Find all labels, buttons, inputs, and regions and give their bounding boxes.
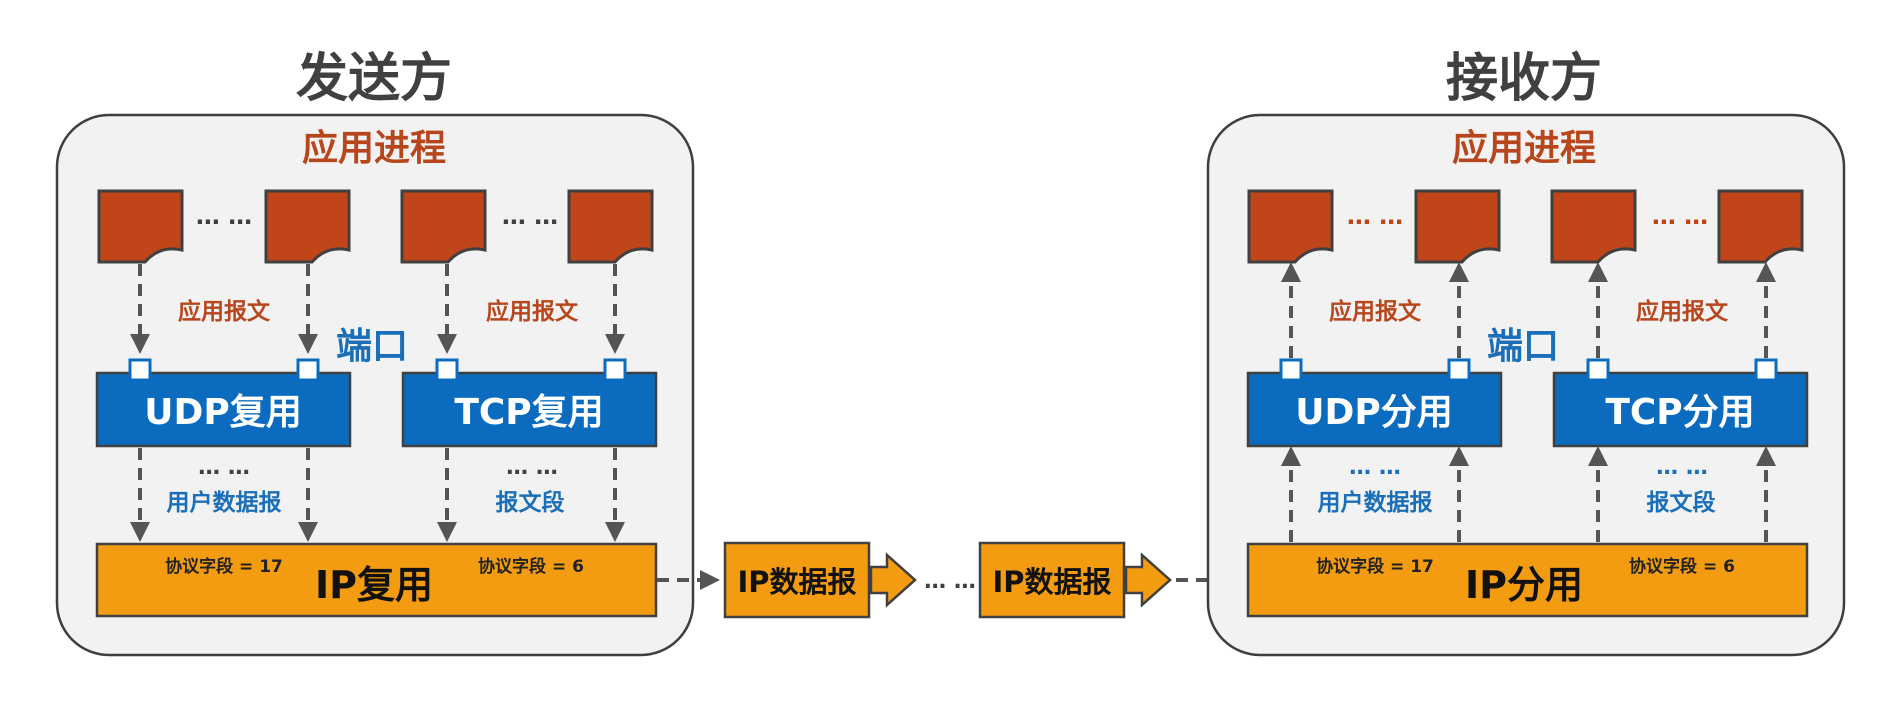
- sender-port-4: [603, 358, 627, 382]
- receiver-port-1: [1279, 358, 1303, 382]
- transit-block-arrow-1: [869, 552, 917, 608]
- receiver-panel: [1206, 113, 1846, 657]
- transit: IP数据报 … … IP数据报: [657, 541, 1240, 619]
- sender-side: 发送方 应用进程 … … … … 应用报文 应用报文 端口 UDP复用 TCP复…: [55, 49, 695, 657]
- transit-packet-2: [978, 541, 1126, 619]
- receiver-port-3: [1586, 358, 1610, 382]
- sender-port-3: [435, 358, 459, 382]
- receiver-ports: [1279, 358, 1778, 382]
- receiver-dots-top-right: … …: [1652, 202, 1708, 230]
- receiver-process-doc-1: [1247, 189, 1334, 264]
- sender-protocol-udp: 协议字段 = 17: [165, 556, 283, 577]
- receiver-tcp-demux-box: [1552, 371, 1809, 448]
- receiver-process-doc-2: [1414, 189, 1501, 264]
- sender-app-message-right: 应用报文: [486, 298, 579, 325]
- sender-process-label: 应用进程: [302, 128, 446, 169]
- sender-process-doc-3: [400, 189, 487, 264]
- receiver-dots-mid-right: … …: [1656, 455, 1708, 480]
- receiver-udp-demux-label: UDP分用: [1295, 392, 1453, 433]
- sender-port-1: [128, 358, 152, 382]
- receiver-app-message-left: 应用报文: [1329, 298, 1422, 325]
- receiver-title: 接收方: [1446, 49, 1602, 109]
- sender-dots-mid-left: … …: [198, 455, 250, 480]
- sender-ports: [128, 358, 627, 382]
- receiver-port-label: 端口: [1487, 326, 1559, 367]
- transit-packet-2-label: IP数据报: [992, 565, 1111, 599]
- sender-port-label: 端口: [336, 326, 408, 367]
- receiver-udp-datagram-label: 用户数据报: [1318, 489, 1433, 516]
- sender-panel: [55, 113, 695, 657]
- sender-process-docs: [97, 189, 654, 264]
- sender-app-message-left: 应用报文: [178, 298, 271, 325]
- sender-arrows-down-lower: [130, 448, 625, 542]
- sender-process-doc-4: [567, 189, 654, 264]
- sender-tcp-segment-label: 报文段: [496, 489, 565, 516]
- sender-port-2: [296, 358, 320, 382]
- sender-process-doc-2: [264, 189, 351, 264]
- receiver-dots-mid-left: … …: [1349, 455, 1401, 480]
- sender-dots-mid-right: … …: [506, 455, 558, 480]
- receiver-port-2: [1447, 358, 1471, 382]
- sender-ip-mux-box: [95, 542, 658, 618]
- receiver-arrows-up-lower: [1281, 446, 1776, 542]
- receiver-udp-demux-box: [1246, 371, 1503, 448]
- receiver-protocol-tcp: 协议字段 = 6: [1629, 556, 1735, 577]
- receiver-side: 接收方 应用进程 … … … … 应用报文 应用报文 端口 UDP分用 TCP分…: [1206, 49, 1846, 657]
- receiver-arrows-up-upper: [1281, 262, 1776, 358]
- transit-packet-1-label: IP数据报: [737, 565, 856, 599]
- receiver-process-doc-3: [1550, 189, 1637, 264]
- sender-udp-mux-label: UDP复用: [144, 392, 302, 433]
- receiver-protocol-udp: 协议字段 = 17: [1316, 556, 1434, 577]
- receiver-process-doc-4: [1717, 189, 1804, 264]
- sender-tcp-mux-label: TCP复用: [454, 392, 603, 433]
- sender-udp-datagram-label: 用户数据报: [167, 489, 282, 516]
- sender-ip-mux-label: IP复用: [315, 563, 433, 607]
- receiver-dots-top-left: … …: [1347, 202, 1403, 230]
- sender-title: 发送方: [296, 49, 452, 109]
- sender-tcp-mux-box: [401, 371, 658, 448]
- transit-block-arrow-2: [1124, 552, 1172, 608]
- transit-packet-1: [723, 541, 871, 619]
- sender-dots-top-right: … …: [502, 202, 558, 230]
- sender-udp-mux-box: [95, 371, 352, 448]
- receiver-process-docs: [1247, 189, 1804, 264]
- receiver-app-message-right: 应用报文: [1636, 298, 1729, 325]
- receiver-port-4: [1754, 358, 1778, 382]
- sender-arrows-down-upper: [130, 264, 625, 354]
- receiver-tcp-segment-label: 报文段: [1647, 489, 1716, 516]
- receiver-tcp-demux-label: TCP分用: [1605, 392, 1754, 433]
- sender-process-doc-1: [97, 189, 184, 264]
- transit-dots: … …: [924, 569, 976, 594]
- sender-protocol-tcp: 协议字段 = 6: [478, 556, 584, 577]
- sender-dots-top-left: … …: [196, 202, 252, 230]
- receiver-ip-demux-label: IP分用: [1465, 563, 1583, 607]
- receiver-process-label: 应用进程: [1452, 128, 1596, 169]
- receiver-ip-demux-box: [1246, 542, 1809, 618]
